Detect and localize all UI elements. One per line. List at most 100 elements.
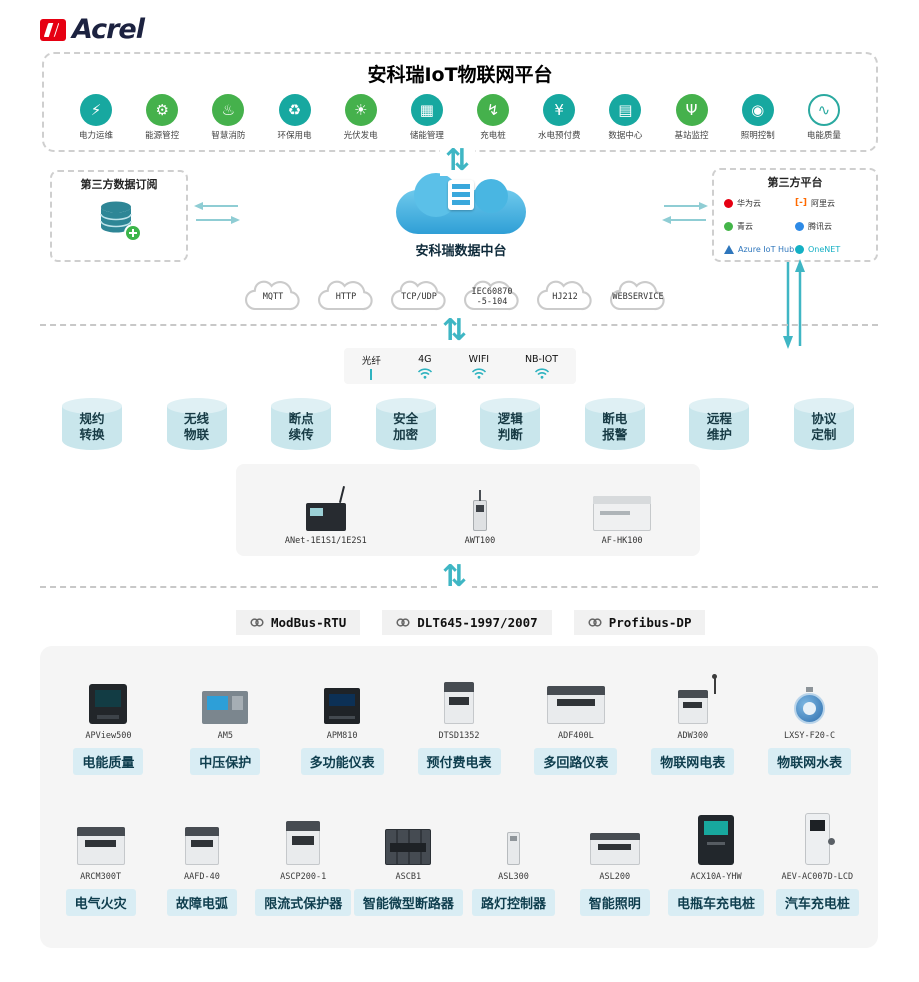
ascb1-device-image xyxy=(385,829,432,865)
device-model: ADW300 xyxy=(677,731,709,741)
device-model: ASL300 xyxy=(498,872,529,882)
network-wifi: WIFI xyxy=(469,354,489,379)
platform-title: 安科瑞IoT物联网平台 xyxy=(367,64,553,86)
platform-azure-iot-hub: Azure IoT Hub xyxy=(724,240,795,258)
anet-gateway-image xyxy=(305,503,346,531)
device-category-badge: 电能质量 xyxy=(73,748,144,775)
device-acx10a: ACX10A-YHW 电瓶车充电桩 xyxy=(665,811,766,916)
acx10a-device-image xyxy=(698,815,735,865)
capability-protocol-conversion: 规约转换 xyxy=(62,398,124,450)
power-quality-icon: ∿ xyxy=(807,94,840,126)
wifi-icon xyxy=(417,367,432,379)
platform-huawei-cloud: 华为云 xyxy=(724,194,795,212)
cloud-outline-icon xyxy=(245,280,300,311)
cloud-outline-icon xyxy=(610,280,665,311)
lighting-control-icon: ◉ xyxy=(741,94,774,126)
updown-arrow-icon: ⇅ xyxy=(437,562,473,592)
cylinder-shape: 安全加密 xyxy=(375,398,436,450)
app-item-pv: ☀ 光伏发电 xyxy=(333,94,389,141)
network-fiber: 光纤 xyxy=(362,353,381,380)
field-protocol-row: ModBus-RTU DLT645-1997/2007 Profibus-DP xyxy=(236,610,706,635)
app-item-basestation: Ψ 基站监控 xyxy=(664,94,720,141)
link-icon xyxy=(250,618,264,627)
app-item-power-om: ⚡ 电力运维 xyxy=(68,94,124,141)
device-category-badge: 多回路仪表 xyxy=(534,748,618,775)
device-category-badge: 智能微型断路器 xyxy=(353,889,463,916)
tencent-cloud-icon xyxy=(795,221,804,231)
device-model: ASL200 xyxy=(599,872,631,882)
gateway-af-hk100: AF-HK100 xyxy=(593,481,652,546)
cloud-outline-icon xyxy=(464,280,519,311)
app-label: 充电桩 xyxy=(480,131,506,141)
app-label: 能源管控 xyxy=(145,131,180,141)
onenet-cloud-icon xyxy=(795,244,804,254)
antenna xyxy=(712,674,718,694)
base-station-icon: Ψ xyxy=(675,94,708,126)
device-model: ARCM300T xyxy=(80,872,122,882)
device-category-badge: 电气火灾 xyxy=(65,889,136,916)
acrel-logo-icon xyxy=(40,18,66,41)
gateway-model: AWT100 xyxy=(464,536,496,546)
azure-icon xyxy=(724,244,734,254)
capability-poweroff-alarm: 断电报警 xyxy=(584,398,647,450)
capability-protocol-custom: 协议定制 xyxy=(793,398,856,450)
app-item-eco-power: ♻ 环保用电 xyxy=(267,94,323,141)
application-icons-row: ⚡ 电力运维 ⚙ 能源管控 ♨ 智慧消防 ♻ 环保用电 ☀ 光伏发电 ▦ 储能管… xyxy=(44,94,876,141)
ascp200-device-image xyxy=(286,821,321,865)
cloud-outline-icon xyxy=(318,280,373,311)
app-label: 储能管理 xyxy=(409,131,444,141)
gateway-anet: ANet-1E1S1/1E2S1 xyxy=(285,481,367,546)
adf400l-device-image xyxy=(546,686,605,724)
capability-logic-judgement: 逻辑判断 xyxy=(480,398,542,450)
updown-arrow-icon: ⇅ xyxy=(437,316,473,346)
energy-management-icon: ⚙ xyxy=(146,94,179,126)
network-4g: 4G xyxy=(417,354,433,379)
network-bar: 光纤 4G WIFI NB-IOT xyxy=(344,348,576,384)
data-center-icon: ▤ xyxy=(609,94,642,126)
eco-power-icon: ♻ xyxy=(278,94,311,126)
device-category-badge: 物联网电表 xyxy=(651,748,735,775)
energy-storage-icon: ▦ xyxy=(410,94,443,126)
apm810-device-image xyxy=(324,688,361,724)
cylinder-shape: 逻辑判断 xyxy=(480,398,541,450)
awt100-gateway-image xyxy=(472,490,487,531)
device-row-1: APView500 电能质量 AM5 中压保护 APM810 多功能仪表 DTS… xyxy=(40,670,878,775)
cylinder-shape: 远程维护 xyxy=(689,398,750,450)
app-label: 水电预付费 xyxy=(537,131,581,141)
cylinder-shape: 规约转换 xyxy=(62,398,122,450)
charging-pile-icon: ↯ xyxy=(477,94,510,126)
network-nbiot: NB-IOT xyxy=(525,354,558,379)
device-lxsy-f20c: LXSY-F20-C 物联网水表 xyxy=(751,670,868,775)
fiber-icon xyxy=(370,368,373,380)
data-hub-label: 安科瑞数据中台 xyxy=(415,244,507,259)
device-category-badge: 智能照明 xyxy=(579,889,650,916)
arcm300t-device-image xyxy=(76,827,125,865)
link-icon xyxy=(396,618,410,627)
device-arcm300t: ARCM300T 电气火灾 xyxy=(50,811,151,916)
cylinder-shape: 断点续传 xyxy=(271,398,332,450)
app-label: 数据中心 xyxy=(608,131,643,141)
app-item-datacenter: ▤ 数据中心 xyxy=(597,94,653,141)
updown-arrow-icon: ⇅ xyxy=(440,146,476,176)
cylinder-shape: 无线物联 xyxy=(166,398,227,450)
cloud-mqtt: MQTT xyxy=(238,274,308,316)
device-dtsd1352: DTSD1352 预付费电表 xyxy=(401,670,518,775)
app-item-prepaid: ¥ 水电预付费 xyxy=(531,94,587,141)
platform-tencent-cloud: 腾讯云 xyxy=(795,217,866,235)
link-icon xyxy=(588,618,602,627)
acrel-logo-text: Acrel xyxy=(72,14,145,45)
cylinder-shape: 断电报警 xyxy=(584,398,645,450)
device-asl300: ASL300 路灯控制器 xyxy=(463,811,564,916)
wifi-icon xyxy=(534,367,549,379)
right-box-title: 第三方平台 xyxy=(767,176,823,189)
device-asl200: ASL200 智能照明 xyxy=(564,811,665,916)
device-model: ASCP200-1 xyxy=(280,872,327,882)
device-model: AM5 xyxy=(217,731,233,741)
cloud-hj212: HJ212 xyxy=(530,274,600,316)
app-label: 基站监控 xyxy=(674,131,709,141)
device-model: DTSD1352 xyxy=(438,731,480,741)
left-box-title: 第三方数据订阅 xyxy=(80,178,158,191)
data-hub-cloud: 安科瑞数据中台 xyxy=(384,172,538,260)
device-model: AAFD-40 xyxy=(184,872,220,882)
smart-fire-icon: ♨ xyxy=(212,94,245,126)
